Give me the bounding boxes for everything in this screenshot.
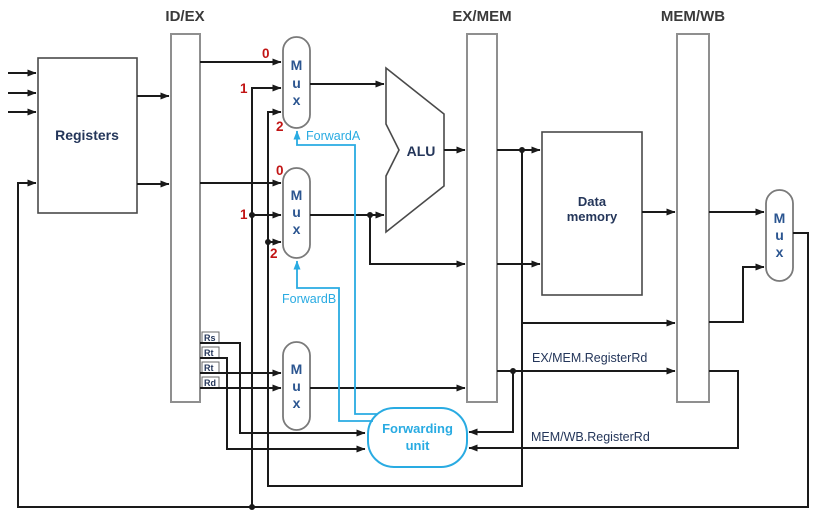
exmem-registerrd-label: EX/MEM.RegisterRd	[532, 351, 647, 365]
idex-field-boxes: Rs Rt Rt Rd	[201, 331, 220, 389]
registers-box	[37, 57, 138, 214]
field-label-rs: Rs	[204, 333, 216, 343]
mux-a-input-0: 0	[262, 46, 270, 61]
mux-writeback: M u x	[765, 189, 794, 282]
wire-wb-feedback-to-muxa-1	[251, 84, 282, 507]
mux-rd-letter-m: M	[291, 361, 303, 377]
mux-wb-letter-u: u	[775, 227, 784, 243]
idex-register-bar	[170, 33, 201, 403]
forwarding-unit-label-line2: unit	[406, 438, 430, 453]
forward-b-label: ForwardB	[282, 292, 336, 306]
registers-block: Registers	[37, 57, 138, 214]
wire-writedata-to-exmem	[369, 215, 466, 268]
mux-wb-letter-x: x	[776, 244, 784, 260]
data-memory-label-line1: Data	[578, 194, 607, 209]
mux-wb-shape	[765, 189, 794, 282]
exmem-label: EX/MEM	[452, 8, 511, 25]
alu-shape	[385, 66, 445, 234]
mux-b-input-2: 2	[270, 246, 278, 261]
forwarding-unit-box	[367, 407, 468, 468]
mux-b-input-1: 1	[240, 207, 248, 222]
wire-exmem-registerrd-to-forwarding-unit	[468, 371, 514, 436]
mux-a-letter-m: M	[291, 57, 303, 73]
forwarding-unit-block: Forwarding unit	[367, 407, 468, 468]
alu-label: ALU	[407, 143, 436, 159]
mux-a-input-2: 2	[276, 119, 284, 134]
pipeline-register-bars: ID/EX EX/MEM MEM/WB	[165, 8, 725, 403]
junction-muxb-out	[367, 212, 373, 218]
memwb-label: MEM/WB	[661, 8, 725, 25]
forwarding-unit-label-line1: Forwarding	[382, 421, 453, 436]
idex-label: ID/EX	[165, 8, 204, 25]
forward-a-label: ForwardA	[306, 129, 361, 143]
forwarding-control-wires	[293, 130, 378, 422]
exmem-register-bar	[466, 33, 498, 403]
data-memory-label-line2: memory	[567, 209, 618, 224]
data-memory-block: Data memory	[541, 131, 643, 296]
alu-block: ALU	[385, 66, 445, 234]
mux-b-shape	[282, 167, 311, 259]
mux-b-input-0: 0	[276, 163, 284, 178]
field-label-rt2: Rt	[204, 363, 214, 373]
mux-register-rd: M u x	[282, 341, 311, 431]
junction-muxb-2	[265, 239, 271, 245]
data-memory-box	[541, 131, 643, 296]
mux-b-letter-x: x	[293, 221, 301, 237]
wire-memwb-registerrd-to-forwarding-unit	[468, 370, 739, 452]
junction-muxb-1	[249, 212, 255, 218]
field-label-rt1: Rt	[204, 348, 214, 358]
wire-exmem-alu-feedback-to-muxa-2	[267, 108, 523, 487]
datapath-wires	[8, 58, 809, 508]
mux-a-letter-u: u	[292, 75, 301, 91]
mux-b-letter-m: M	[291, 187, 303, 203]
junction-dots	[249, 147, 525, 510]
signal-labels: ForwardA ForwardB EX/MEM.RegisterRd MEM/…	[282, 129, 650, 444]
wire-writeback-loop-to-registers	[17, 179, 809, 508]
memwb-registerrd-label: MEM/WB.RegisterRd	[531, 430, 650, 444]
wire-forward-b	[293, 260, 373, 422]
wire-memwb-alu-to-muxwb-1	[709, 263, 765, 323]
mux-rd-letter-x: x	[293, 395, 301, 411]
mux-wb-letter-m: M	[774, 210, 786, 226]
mux-forward-b: M u x	[282, 167, 311, 259]
junction-wb-bottom	[249, 504, 255, 510]
registers-label: Registers	[55, 127, 119, 143]
wire-rt-to-forwarding-unit	[200, 357, 366, 453]
field-label-rd: Rd	[204, 378, 216, 388]
memwb-register-bar	[676, 33, 710, 403]
mux-forward-a: M u x	[282, 36, 311, 129]
mux-a-letter-x: x	[293, 92, 301, 108]
mux-rd-shape	[282, 341, 311, 431]
mux-a-input-1: 1	[240, 81, 248, 96]
mux-rd-letter-u: u	[292, 378, 301, 394]
wire-forward-a	[293, 130, 378, 415]
mux-input-numbers: 0 1 2 0 1 2	[240, 46, 284, 261]
junction-alu-result	[519, 147, 525, 153]
mux-a-shape	[282, 36, 311, 129]
junction-exmem-rd	[510, 368, 516, 374]
mux-b-letter-u: u	[292, 204, 301, 220]
